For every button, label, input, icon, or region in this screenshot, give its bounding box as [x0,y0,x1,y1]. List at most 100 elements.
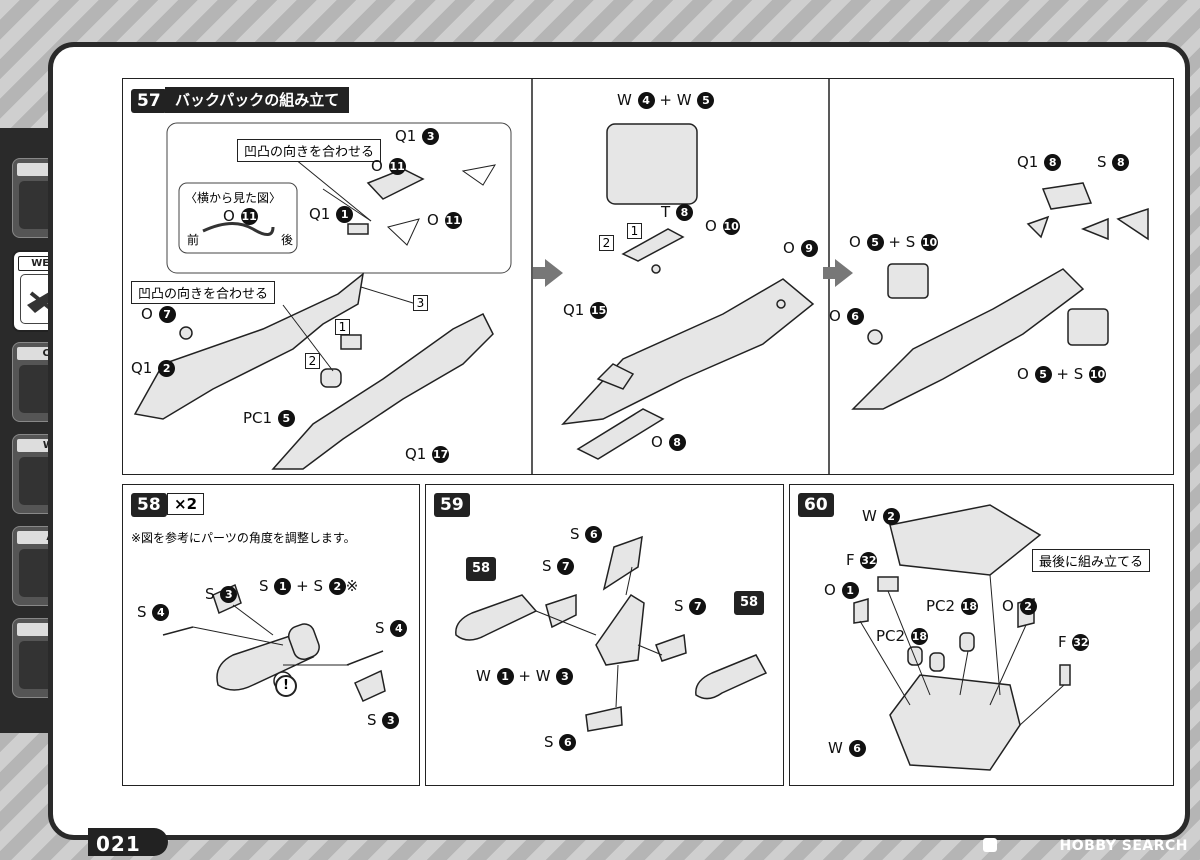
part-number: 5 [697,92,715,109]
part-label: O 6 [829,307,864,325]
part-letter: Q1 [563,301,585,319]
step-60-panel: 60 最後に組み立てる W 2 F 32 O 1 PC2 18 O 2 PC2 … [789,484,1174,786]
part-number: 7 [158,306,176,323]
part-letter: S [544,733,554,751]
part-label: S 8 [1097,153,1130,171]
combo-label: O 5 + S 10 [1017,365,1107,383]
part-letter: Q1 [309,205,331,223]
step-title: バックパックの組み立て [165,87,350,113]
part-label: PC2 18 [876,627,928,645]
step-note: 最後に組み立てる [1032,549,1151,572]
part-number: 8 [1112,154,1130,171]
order-box: 2 [599,235,614,251]
part-number: 8 [1044,154,1062,171]
step-57-art [133,79,1149,474]
part-letter: W [828,739,843,757]
part-number: 10 [921,234,939,251]
part-letter: S [259,577,269,595]
part-label: PC1 5 [243,409,295,427]
part-number: 3 [556,668,574,685]
sub-assembly-ref: 58 [466,557,497,581]
part-letter: O [783,239,795,257]
part-letter: S [570,525,580,543]
brand-watermark: HOBBY SEARCH [1059,838,1188,854]
part-number: 2 [1019,598,1037,615]
part-letter: O [1002,597,1014,615]
part-letter: O [824,581,836,599]
part-letter: PC2 [926,597,956,615]
part-number: 7 [557,558,575,575]
part-number: 18 [960,598,978,615]
part-letter: O [1017,365,1029,383]
part-letter: PC2 [876,627,906,645]
align-note: 凹凸の向きを合わせる [131,281,276,304]
part-number: 2 [882,508,900,525]
part-label: S 6 [544,733,577,751]
part-label: S 4 [375,619,408,637]
part-label: S 7 [542,557,575,575]
part-number: 10 [722,218,740,235]
part-number: 18 [910,628,928,645]
part-label: O 1 [824,581,859,599]
part-number: 32 [860,552,878,569]
step-59-art [455,535,768,732]
part-letter: Q1 [405,445,427,463]
order-box: 1 [335,319,350,335]
step-58-panel: 58 ×2 ※図を参考にパーツの角度を調整します。 S 3 S 1 + S 2※… [122,484,420,786]
part-label: O 10 [705,217,740,235]
part-letter: O [849,233,861,251]
part-letter: S [542,557,552,575]
combo-label: W 4 + W 5 [617,91,715,109]
part-letter: S [1073,365,1084,383]
part-letter: S [367,711,377,729]
part-label: O 11 [223,207,258,225]
side-view-label: 〈横から見た図〉 [185,191,282,205]
part-label: Q1 3 [395,127,440,145]
part-letter: S [1097,153,1107,171]
part-letter: W [676,91,692,109]
part-letter: O [141,305,153,323]
part-letter: Q1 [131,359,153,377]
part-letter: O [829,307,841,325]
part-label: W 2 [862,507,900,525]
part-number: 2 [328,578,346,595]
plus-sign: + [296,577,309,595]
sub-assembly-ref: 58 [734,591,765,615]
part-number: 6 [848,740,866,757]
part-label: S 4 [137,603,170,621]
part-letter: S [905,233,916,251]
part-letter: F [846,551,855,569]
part-letter: O [705,217,717,235]
part-letter: W [862,507,877,525]
part-label: Q1 8 [1017,153,1062,171]
page-number: 021 [96,832,141,856]
plus-sign: + [659,91,672,109]
part-letter: S [375,619,385,637]
part-label: S 7 [674,597,707,615]
part-label: Q1 1 [309,205,354,223]
part-letter: Q1 [395,127,417,145]
plus-sign: + [1056,365,1069,383]
part-label: Q1 15 [563,301,608,319]
next-arrow-icon [823,259,853,287]
part-number: 5 [277,410,295,427]
align-note: 凹凸の向きを合わせる [237,139,382,162]
back-label: 後 [281,233,294,247]
part-label: O 2 [1002,597,1037,615]
step-number: 59 [434,493,470,517]
part-number: 2 [158,360,176,377]
combo-label: O 5 + S 10 [849,233,939,251]
part-letter: W [617,91,632,109]
part-number: 6 [846,308,864,325]
part-label: W 6 [828,739,866,757]
part-label: O 11 [427,211,462,229]
brand-logo-icon [983,838,997,852]
part-number: 1 [274,578,292,595]
part-number: 8 [668,434,686,451]
part-letter: S [313,577,323,595]
part-label: O 8 [651,433,686,451]
step-60-art [853,504,1071,771]
part-label: O 11 [371,157,406,175]
part-number: 11 [444,212,462,229]
part-number: 4 [637,92,655,109]
